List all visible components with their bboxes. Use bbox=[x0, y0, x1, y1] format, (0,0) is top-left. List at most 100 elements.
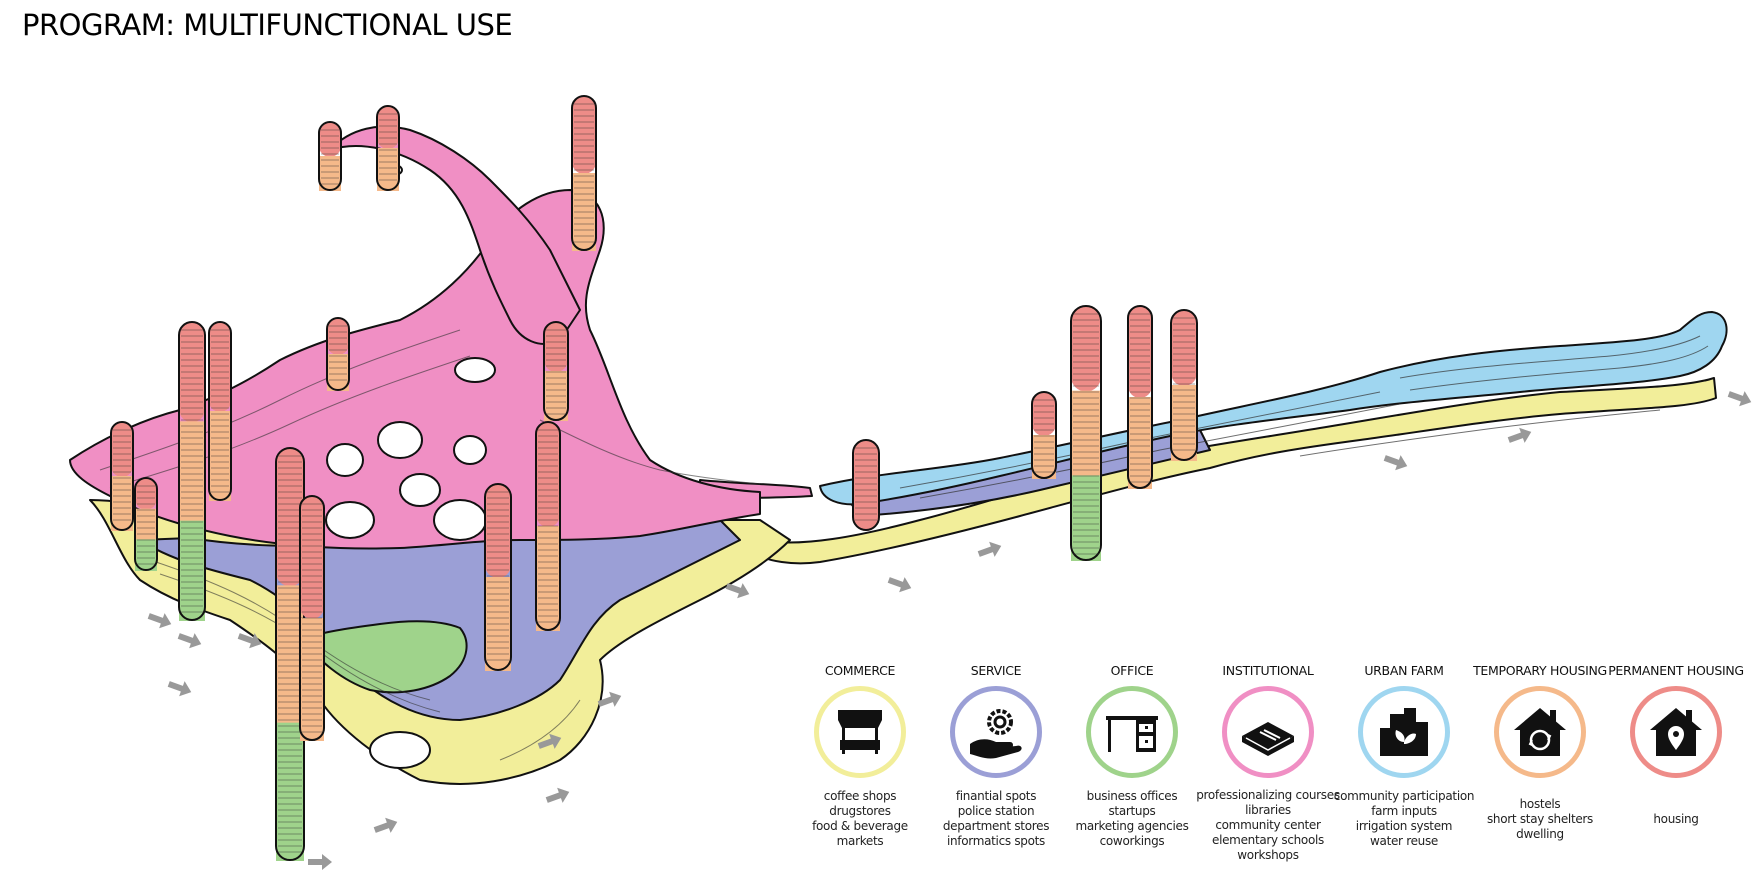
legend-title-temporary-housing: TEMPORARY HOUSING bbox=[1473, 663, 1607, 678]
tower-band bbox=[209, 322, 231, 412]
program-legend: COMMERCE coffee shops drugstores food & … bbox=[790, 662, 1750, 882]
entry-arrow-icon bbox=[597, 691, 622, 707]
legend-item: short stay shelters bbox=[1486, 811, 1594, 826]
tower-band bbox=[536, 422, 560, 527]
legend-item: elementary schools bbox=[1211, 833, 1324, 847]
tower-band bbox=[1071, 306, 1101, 392]
tower bbox=[275, 447, 305, 861]
legend-item: coffee shops bbox=[823, 789, 897, 803]
legend-permanent-housing: PERMANENT HOUSING housing bbox=[1606, 662, 1746, 850]
legend-ring-service bbox=[950, 686, 1042, 778]
tower-outline bbox=[110, 421, 134, 531]
tower-outline bbox=[535, 421, 561, 631]
tower-band bbox=[135, 478, 157, 510]
legend-item: farm inputs bbox=[1371, 804, 1437, 818]
tower-outline bbox=[178, 321, 206, 621]
legend-item: housing bbox=[1653, 811, 1699, 826]
legend-item: marketing agencies bbox=[1075, 819, 1189, 833]
legend-item: food & beverage bbox=[812, 819, 908, 833]
house-cycle-icon bbox=[1514, 708, 1566, 756]
page-title: PROGRAM: MULTIFUNCTIONAL USE bbox=[22, 8, 513, 42]
entry-arrow-icon bbox=[977, 541, 1002, 557]
tower-outline bbox=[571, 95, 597, 251]
legend-item: department stores bbox=[942, 819, 1050, 833]
tower bbox=[110, 421, 134, 531]
legend-item: professionalizing courses bbox=[1196, 788, 1340, 802]
legend-ring-commerce bbox=[814, 686, 906, 778]
tower-outline bbox=[1170, 309, 1198, 461]
tower bbox=[1070, 305, 1102, 561]
tower-outline bbox=[208, 321, 232, 501]
entry-arrow-icon bbox=[725, 583, 750, 599]
west-body-office-layer bbox=[299, 620, 468, 694]
tower-band bbox=[544, 322, 568, 372]
legend-item: finantial spots bbox=[955, 789, 1037, 803]
legend-items-office: business offices startups marketing agen… bbox=[1062, 788, 1202, 850]
entry-arrow-icon bbox=[1507, 427, 1532, 443]
legend-item: community center bbox=[1215, 818, 1321, 832]
legend-title-permanent-housing: PERMANENT HOUSING bbox=[1608, 663, 1744, 678]
legend-title-office: OFFICE bbox=[1110, 663, 1154, 678]
legend-title-institutional: INSTITUTIONAL bbox=[1222, 663, 1314, 678]
legend-urban-farm: URBAN FARM community participation farm … bbox=[1334, 662, 1475, 850]
legend-ring-permanent-housing bbox=[1630, 686, 1722, 778]
tower bbox=[376, 105, 400, 191]
tower-band bbox=[572, 96, 596, 174]
tower bbox=[326, 317, 350, 391]
desk-icon bbox=[1106, 716, 1158, 752]
legend-item: markets bbox=[836, 834, 884, 848]
tower-band bbox=[485, 484, 511, 578]
entry-arrow-icon bbox=[237, 633, 262, 649]
tower-band bbox=[377, 148, 399, 191]
hand-gear-icon bbox=[970, 709, 1022, 759]
tower bbox=[178, 321, 206, 621]
entry-arrow-icon bbox=[887, 577, 912, 593]
tower bbox=[208, 321, 232, 501]
tower bbox=[543, 321, 569, 421]
east-arm-commerce-layer bbox=[759, 377, 1717, 565]
book-icon bbox=[1242, 722, 1294, 756]
entry-arrow-icon bbox=[147, 613, 172, 629]
tower-band bbox=[135, 508, 157, 541]
legend-service: SERVICE finantial spots police station d… bbox=[926, 662, 1066, 850]
legend-item: police station bbox=[957, 804, 1035, 818]
tower-band bbox=[1171, 385, 1197, 461]
entry-arrow-icon bbox=[545, 787, 570, 803]
legend-title-commerce: COMMERCE bbox=[824, 663, 896, 678]
legend-commerce: COMMERCE coffee shops drugstores food & … bbox=[790, 662, 930, 850]
tower bbox=[1127, 305, 1153, 489]
legend-temporary-housing: TEMPORARY HOUSING hostels short stay she… bbox=[1470, 662, 1610, 850]
east-arm bbox=[699, 311, 1728, 565]
legend-item: startups bbox=[1108, 804, 1156, 818]
tower bbox=[852, 439, 880, 531]
entry-arrow-icon bbox=[373, 817, 398, 833]
legend-items-commerce: coffee shops drugstores food & beverage … bbox=[790, 788, 930, 850]
entry-arrows bbox=[147, 391, 1752, 870]
legend-ring-office bbox=[1086, 686, 1178, 778]
house-pin-icon bbox=[1650, 708, 1702, 756]
legend-office: OFFICE business offices startups marketi… bbox=[1062, 662, 1202, 850]
legend-items-permanent-housing: housing bbox=[1606, 788, 1746, 850]
legend-ring-temporary-housing bbox=[1494, 686, 1586, 778]
tower-outline bbox=[543, 321, 569, 421]
tower-outline bbox=[299, 495, 325, 741]
legend-item: libraries bbox=[1245, 803, 1291, 817]
legend-items-service: finantial spots police station departmen… bbox=[926, 788, 1066, 850]
tower-band bbox=[135, 539, 157, 571]
tower-band bbox=[319, 122, 341, 157]
tower bbox=[571, 95, 597, 251]
towers bbox=[110, 95, 1198, 861]
entry-arrow-icon bbox=[177, 633, 202, 649]
tower bbox=[299, 495, 325, 741]
legend-title-urban-farm: URBAN FARM bbox=[1364, 663, 1444, 678]
tower-band bbox=[327, 318, 349, 355]
legend-title-service: SERVICE bbox=[970, 663, 1022, 678]
legend-item: water reuse bbox=[1370, 834, 1438, 848]
tower-outline bbox=[852, 439, 880, 531]
legend-item: irrigation system bbox=[1355, 819, 1453, 833]
tower-band bbox=[179, 520, 205, 621]
tower-band bbox=[1128, 306, 1152, 398]
entry-arrow-icon bbox=[537, 733, 562, 749]
tower-outline bbox=[1031, 391, 1057, 479]
